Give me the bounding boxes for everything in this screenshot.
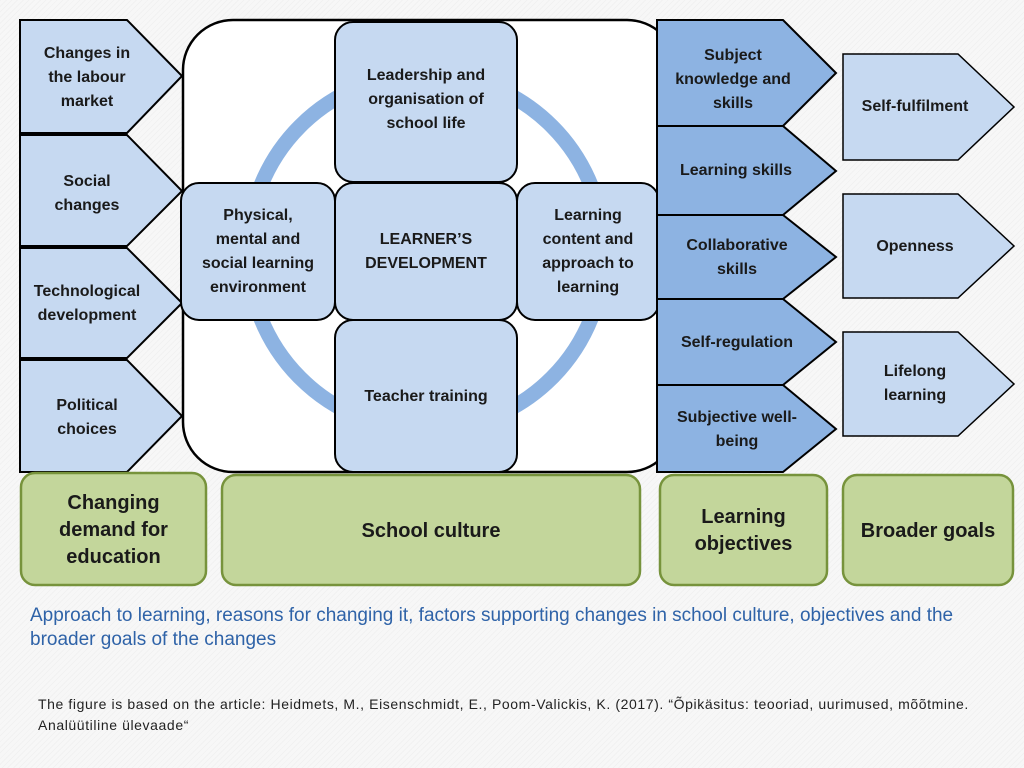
footer-box-goals	[841, 473, 1015, 587]
center-label-teacher-training: Teacher training	[364, 388, 488, 405]
footer-box-objectives	[658, 473, 829, 587]
objective-chevron-collaborative	[656, 214, 838, 300]
goal-chevron-self-fulfilment	[842, 53, 1016, 161]
center-label-learning-content: Learning content and approach to learnin…	[542, 207, 634, 296]
objective-label-collaborative: Collaborative skills	[686, 237, 788, 278]
footer-label-culture: School culture	[361, 519, 501, 542]
driver-label-labour-market: Changes in the labour market	[43, 45, 131, 110]
footer-label-goals: Broader goals	[860, 519, 996, 542]
driver-chevron-technological	[19, 247, 184, 359]
driver-chevron-labour-market	[19, 19, 184, 134]
driver-chevron-political	[19, 359, 184, 473]
footer-box-culture	[220, 473, 642, 587]
box-teacher-training	[334, 319, 518, 473]
objective-chevron-self-regulation	[656, 298, 838, 386]
objective-chevron-subject-knowledge	[656, 19, 838, 127]
center-label-environment: Physical, mental and social learning env…	[201, 207, 315, 296]
center-label-leadership: Leadership and organisation of school li…	[366, 67, 486, 132]
goal-label-self-fulfilment: Self-fulfilment	[861, 98, 969, 115]
driver-label-social-changes: Social changes	[54, 173, 120, 214]
driver-label-technological: Technological development	[33, 283, 141, 324]
footer-label-demand: Changing demand for education	[59, 491, 168, 568]
footer-label-objectives: Learning objectives	[694, 506, 793, 555]
figure-caption: Approach to learning, reasons for changi…	[30, 605, 954, 650]
objective-label-wellbeing: Subjective well- being	[676, 409, 798, 450]
driver-chevron-social-changes	[19, 134, 184, 247]
objective-chevron-learning-skills	[656, 125, 838, 216]
objective-label-self-regulation: Self-regulation	[680, 334, 793, 351]
goal-chevron-lifelong-learning	[842, 331, 1016, 437]
source-citation: The figure is based on the article: Heid…	[38, 696, 969, 733]
goal-chevron-openness	[842, 193, 1016, 299]
footer-box-demand	[19, 471, 208, 587]
goal-label-lifelong-learning: Lifelong learning	[883, 363, 947, 404]
diagram-canvas	[19, 18, 1016, 587]
goal-label-openness: Openness	[876, 238, 954, 255]
driver-label-political: Political choices	[56, 397, 118, 438]
center-label-learners-development: LEARNER’S DEVELOPMENT	[365, 231, 487, 272]
objective-label-learning-skills: Learning skills	[679, 162, 793, 179]
objective-chevron-wellbeing	[656, 384, 838, 473]
objective-label-subject-knowledge: Subject knowledge and skills	[675, 47, 791, 112]
